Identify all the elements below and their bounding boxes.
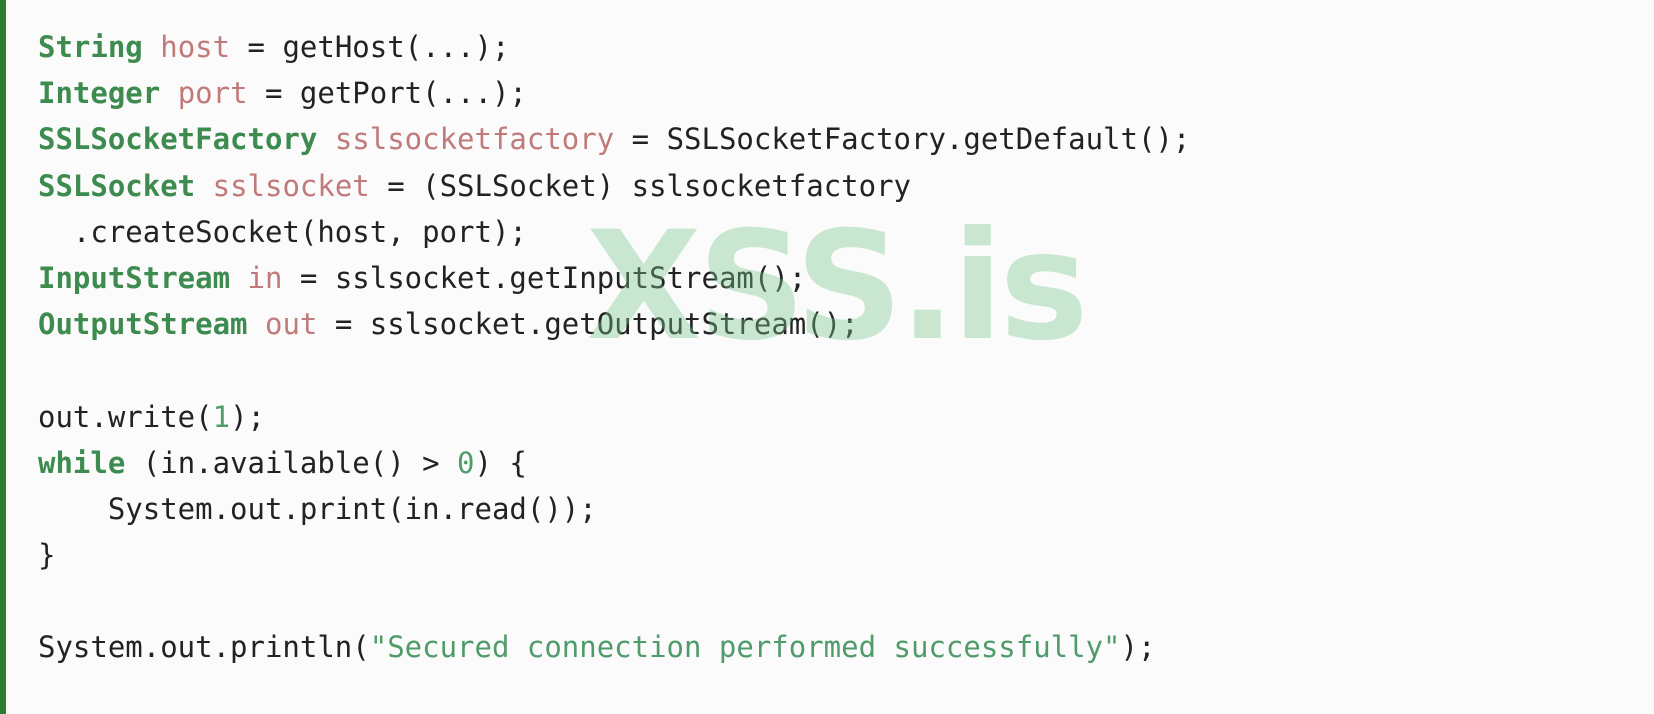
code-text-token: = getPort(...); xyxy=(247,76,527,111)
code-text-token: = SSLSocketFactory.getDefault(); xyxy=(614,122,1191,157)
code-text-token xyxy=(230,261,247,295)
code-text-token: System.out.println( xyxy=(38,630,370,665)
code-line: SSLSocketFactory sslsocketfactory = SSLS… xyxy=(38,116,1190,162)
code-string-literal: "Secured connection performed successful… xyxy=(369,630,1121,665)
code-text-token: = sslsocket.getOutputStream(); xyxy=(317,307,859,342)
code-line xyxy=(38,347,1190,393)
code-line: System.out.println("Secured connection p… xyxy=(38,624,1190,670)
code-line: OutputStream out = sslsocket.getOutputSt… xyxy=(38,301,1190,347)
code-line: String host = getHost(...); xyxy=(38,24,1190,70)
code-text-token xyxy=(160,76,177,110)
code-variable-token: port xyxy=(177,76,248,111)
code-text-token: ); xyxy=(230,399,265,434)
code-line: .createSocket(host, port); xyxy=(38,209,1190,255)
code-text-token xyxy=(248,307,265,341)
code-number-literal: 1 xyxy=(212,399,231,434)
code-text-token: System.out.print(in.read()); xyxy=(38,491,597,526)
code-line: InputStream in = sslsocket.getInputStrea… xyxy=(38,255,1190,301)
code-variable-token: sslsocket xyxy=(212,168,370,203)
code-text-token: (in.available() > xyxy=(125,445,458,480)
code-text-token: out.write( xyxy=(38,399,213,434)
code-line xyxy=(38,578,1190,624)
code-variable-token: in xyxy=(247,260,283,295)
code-type-token: OutputStream xyxy=(38,307,248,342)
code-line: SSLSocket sslsocket = (SSLSocket) sslsoc… xyxy=(38,163,1190,209)
code-text-token: ); xyxy=(1120,630,1156,665)
code-type-token: String xyxy=(38,30,143,64)
code-text-token: = sslsocket.getInputStream(); xyxy=(282,260,807,295)
code-text-token xyxy=(195,169,212,203)
code-line: Integer port = getPort(...); xyxy=(38,70,1190,116)
code-variable-token: host xyxy=(160,30,231,64)
code-text-token xyxy=(317,122,334,156)
code-type-token: SSLSocketFactory xyxy=(38,122,318,157)
code-text-token xyxy=(143,30,160,64)
code-type-token: Integer xyxy=(38,76,161,111)
code-line: while (in.available() > 0) { xyxy=(38,440,1190,486)
code-line: out.write(1); xyxy=(38,394,1190,440)
code-number-literal: 0 xyxy=(457,445,475,480)
code-type-token: InputStream xyxy=(38,260,231,295)
code-keyword-token: while xyxy=(38,445,126,480)
code-text-token: } xyxy=(38,538,56,573)
code-variable-token: sslsocketfactory xyxy=(334,122,615,157)
code-line: } xyxy=(38,532,1190,578)
code-type-token: SSLSocket xyxy=(38,168,196,203)
code-variable-token: out xyxy=(264,307,318,342)
code-block: String host = getHost(...);Integer port … xyxy=(38,24,1190,671)
code-text-token: = (SSLSocket) sslsocketfactory xyxy=(369,168,911,203)
code-text-token: ) { xyxy=(474,445,527,480)
code-text-token: .createSocket(host, port); xyxy=(38,214,527,249)
code-line: System.out.print(in.read()); xyxy=(38,486,1190,532)
code-text-token: = getHost(...); xyxy=(230,30,510,64)
